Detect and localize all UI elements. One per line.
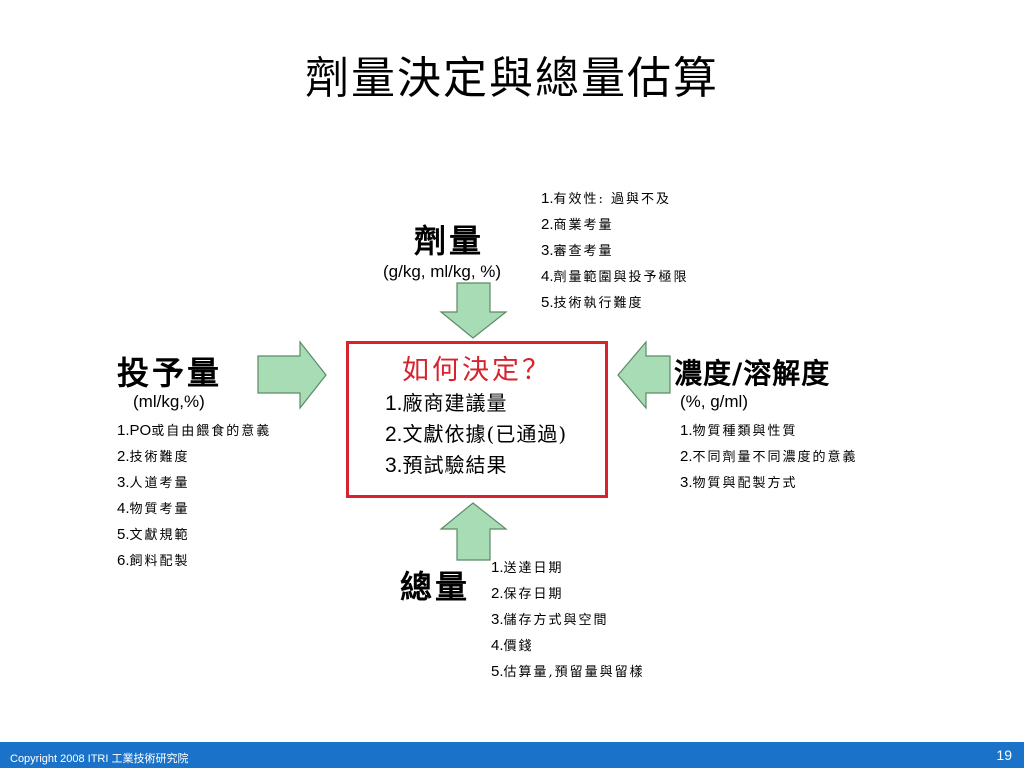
list-item: 2.技術難度	[117, 448, 190, 465]
list-item: 1.物質種類與性質	[680, 422, 798, 439]
list-item: 1.有效性: 過與不及	[541, 190, 672, 207]
administered-volume-list: 1.PO或自由餵食的意義 2.技術難度 3.人道考量 4.物質考量 5.文獻規範…	[117, 418, 271, 574]
list-item: 1.送達日期	[491, 559, 564, 576]
dose-heading: 劑量	[414, 222, 485, 260]
arrow-right-from-administered-volume	[257, 340, 327, 410]
footer-bar: Copyright 2008 ITRI 工業技術研究院 19	[0, 742, 1024, 768]
concentration-unit: (%, g/ml)	[680, 392, 748, 411]
dose-considerations-list: 1.有效性: 過與不及 2.商業考量 3.審查考量 4.劑量範圍與投予極限 5.…	[541, 186, 689, 316]
list-item: 3.人道考量	[117, 474, 190, 491]
list-item: 1.廠商建議量	[385, 391, 508, 415]
arrow-left-from-concentration	[617, 340, 671, 410]
list-item: 3.物質與配製方式	[680, 474, 798, 491]
list-item: 3.審查考量	[541, 242, 614, 259]
list-item: 4.價錢	[491, 637, 534, 654]
list-item: 2.不同劑量不同濃度的意義	[680, 448, 858, 465]
decision-box: 如何決定？ 1.廠商建議量 2.文獻依據(已通過) 3.預試驗結果	[346, 341, 608, 498]
list-item: 2.商業考量	[541, 216, 614, 233]
list-item: 6.飼料配製	[117, 552, 190, 569]
list-item: 1.PO或自由餵食的意義	[117, 422, 272, 439]
total-amount-list: 1.送達日期 2.保存日期 3.儲存方式與空間 4.價錢 5.估算量,預留量與留…	[491, 555, 645, 685]
list-item: 3.預試驗結果	[385, 453, 508, 477]
administered-volume-unit: (ml/kg,%)	[133, 392, 205, 411]
list-item: 5.估算量,預留量與留樣	[491, 663, 645, 680]
list-item: 2.文獻依據(已通過)	[385, 422, 568, 446]
decision-list: 1.廠商建議量 2.文獻依據(已通過) 3.預試驗結果	[385, 388, 567, 481]
concentration-list: 1.物質種類與性質 2.不同劑量不同濃度的意義 3.物質與配製方式	[680, 418, 858, 496]
list-item: 4.劑量範圍與投予極限	[541, 268, 689, 285]
list-item: 5.技術執行難度	[541, 294, 644, 311]
dose-unit: (g/kg, ml/kg, %)	[383, 262, 502, 281]
copyright-text: Copyright 2008 ITRI 工業技術研究院	[10, 753, 189, 765]
list-item: 2.保存日期	[491, 585, 564, 602]
page-number: 19	[996, 747, 1012, 763]
arrow-down-from-dose	[439, 282, 508, 339]
administered-volume-heading: 投予量	[117, 354, 223, 392]
total-amount-heading: 總量	[400, 568, 471, 606]
list-item: 4.物質考量	[117, 500, 190, 517]
concentration-heading: 濃度/溶解度	[674, 357, 831, 390]
list-item: 5.文獻規範	[117, 526, 190, 543]
arrow-up-from-total-amount	[439, 502, 508, 561]
slide-title: 劑量決定與總量估算	[305, 53, 719, 104]
list-item: 3.儲存方式與空間	[491, 611, 609, 628]
decision-title: 如何決定？	[402, 355, 552, 386]
